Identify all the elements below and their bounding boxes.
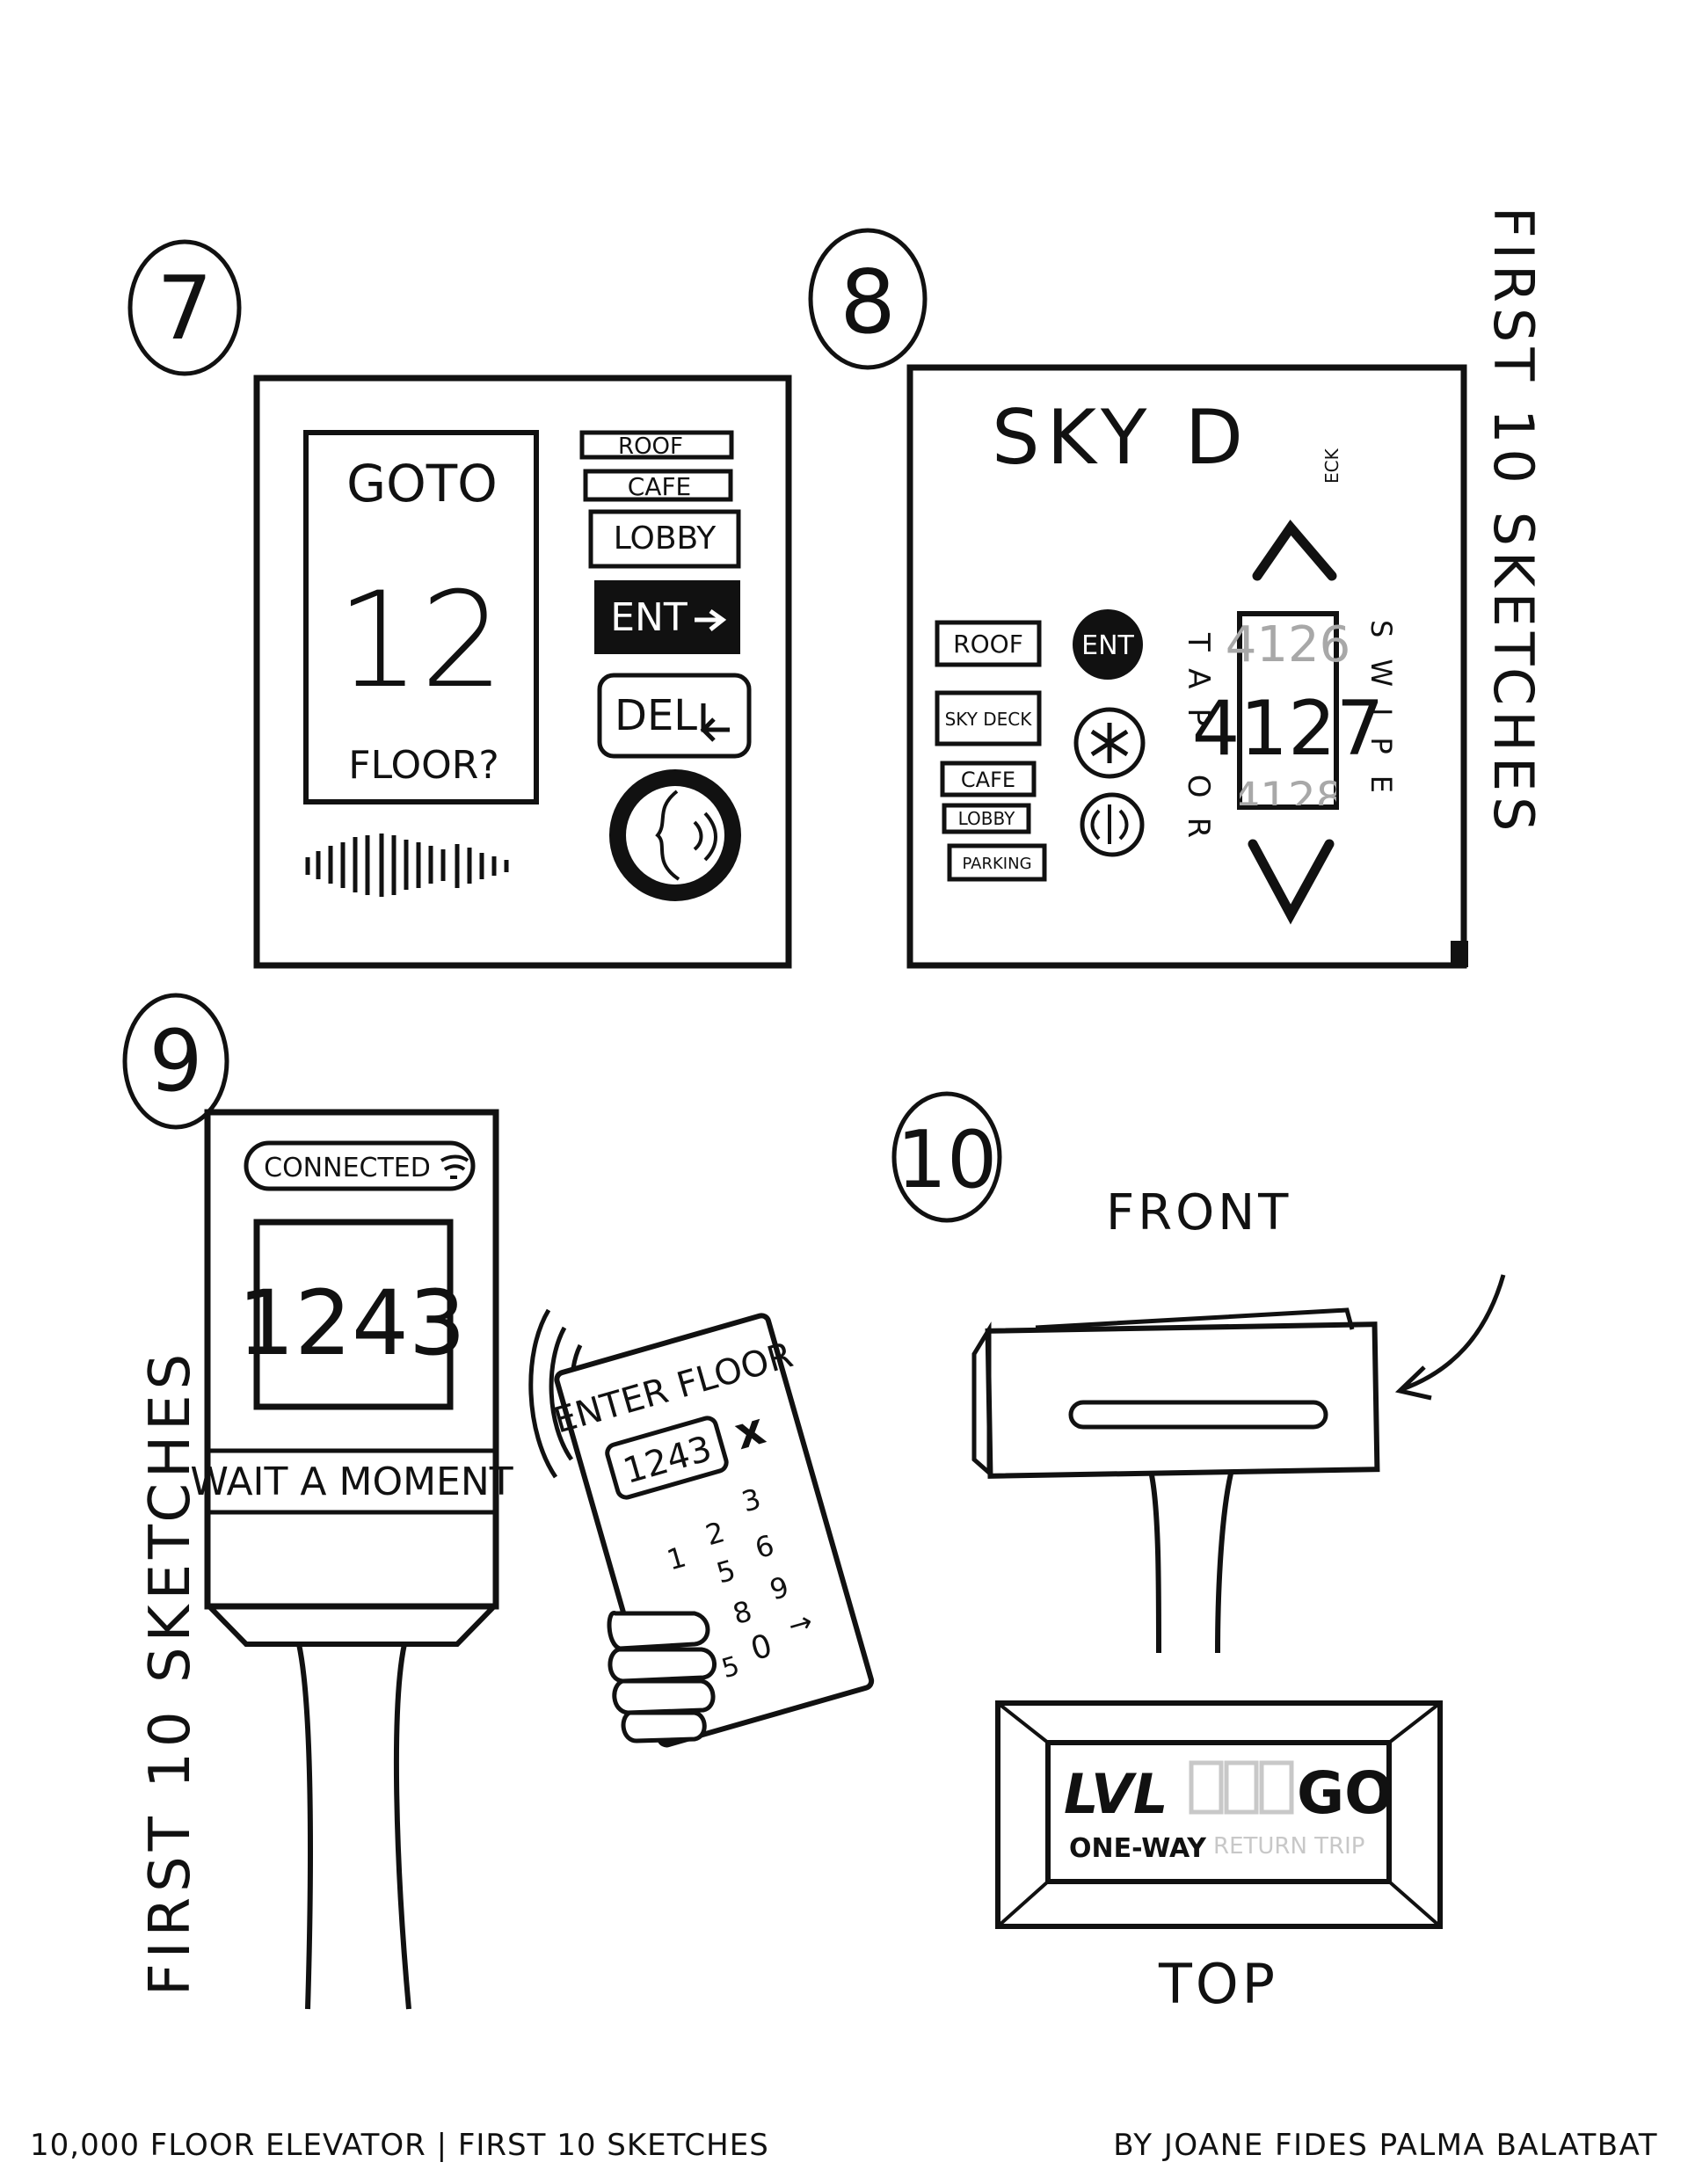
sketch-10-front-label: FRONT — [1106, 1184, 1291, 1241]
sketch-10-top-bevel — [996, 1701, 1442, 1928]
sketch-10-number: 10 — [897, 1114, 998, 1206]
sketch-7: 7 GOTO 12 FLOOR? ROOF CAFE LOBBY ENT DEL — [127, 239, 792, 969]
sketch-10-number-circle — [891, 1091, 1002, 1223]
sketch-8-title-small: ECK — [1321, 448, 1342, 484]
sketch-7-roof-button[interactable] — [579, 430, 734, 460]
sketch-8-tap-or-text: TAP OR — [1181, 632, 1216, 857]
sketch-8-skydeck-button[interactable] — [935, 690, 1042, 746]
sketch-9-phone-input[interactable] — [605, 1416, 729, 1500]
sketch-10-front-slot — [1068, 1400, 1328, 1430]
sketch-9-connected-badge — [244, 1140, 476, 1191]
sketch-9: 9 CONNECTED 1243 WAIT A MOMENT ENTER FLO… — [122, 993, 875, 2010]
sketch-8-parking-label: PARKING — [962, 855, 1031, 873]
sketch-7-speaker-grille — [305, 834, 509, 897]
sketch-7-floor-buttons: ROOF CAFE LOBBY — [579, 430, 741, 569]
sketch-9-kiosk-pole — [296, 1643, 411, 2010]
sketch-7-number: 7 — [156, 257, 213, 360]
sketch-7-cafe-label: CAFE — [628, 472, 692, 501]
sketch-10-top-screen — [1045, 1740, 1392, 1884]
sketch-7-delete-label: DEL — [615, 691, 697, 740]
footer: 10,000 FLOOR ELEVATOR | FIRST 10 SKETCHE… — [0, 2128, 1688, 2172]
sketch-8-roof-label: ROOF — [953, 630, 1023, 659]
sketch-7-voice-inner — [626, 786, 724, 885]
sketch-9-display-value: 1243 — [237, 1271, 466, 1376]
sketch-7-screen-floor-number: 12 — [337, 564, 505, 717]
sketch-10-level-digits — [1189, 1760, 1294, 1815]
sketch-7-screen-floor-label: FLOOR? — [348, 743, 498, 788]
sketch-9-display — [253, 1219, 454, 1410]
side-note-top-right: FIRST 10 SKETCHES — [1481, 207, 1546, 836]
sketch-8-roof-button[interactable] — [935, 620, 1042, 667]
sketch-7-lobby-button[interactable] — [588, 509, 741, 569]
sketch-8-star-button[interactable] — [1073, 707, 1146, 779]
sketch-7-roof-label: ROOF — [618, 433, 683, 460]
sketch-8-enter-label: ENT — [1081, 630, 1134, 661]
sketch-8-floor-prev: 4126 — [1226, 616, 1351, 673]
sketch-9-wifi-icon — [440, 1154, 469, 1179]
side-note-bottom-left: FIRST 10 SKETCHES — [138, 1349, 203, 1996]
sketch-8-nfc-icon — [1090, 804, 1129, 844]
sketch-8-floor-current: 4127 — [1192, 685, 1385, 773]
sketch-8-nfc-button[interactable] — [1080, 792, 1145, 857]
sketch-8-swipe: SWIPE — [1364, 620, 1398, 814]
sketch-8-enter-button[interactable] — [1073, 609, 1143, 680]
sketch-8-lobby-label: LOBBY — [958, 808, 1016, 829]
sketch-7-delete-button[interactable] — [597, 673, 752, 759]
sketch-8-floor-picker[interactable] — [1237, 611, 1339, 810]
sketch-8-cafe-button[interactable] — [940, 761, 1037, 797]
sketch-10: 10 FRONT LVL GO ONE-WAY RETURN TRIP TOP — [891, 1091, 1506, 2016]
sketch-10-pointer-arrow-icon — [1394, 1274, 1506, 1401]
sketch-7-enter-label: ENT — [610, 595, 688, 640]
sketch-8-lobby-button[interactable] — [942, 803, 1031, 834]
sketch-10-front-side — [971, 1321, 992, 1478]
footer-author: BY JOANE FIDES PALMA BALATBAT — [1113, 2128, 1658, 2163]
sketch-8: 8 SKY D ECK ROOF SKY DECK CAFE LOBBY PAR… — [808, 228, 1468, 969]
sketch-7-cafe-button[interactable] — [583, 469, 733, 502]
sketch-8-down-arrow-icon[interactable] — [1248, 839, 1335, 925]
sketch-10-lvl-label: LVL — [1064, 1762, 1168, 1826]
sketch-8-panel-corner — [1451, 941, 1468, 967]
sketch-7-number-circle — [127, 239, 242, 376]
sketch-7-lobby-label: LOBBY — [614, 521, 717, 557]
sketch-8-up-arrow-icon[interactable] — [1252, 519, 1337, 581]
sketch-8-number-circle — [808, 228, 928, 370]
sketch-8-parking-button[interactable] — [947, 843, 1047, 882]
footer-project-title: 10,000 FLOOR ELEVATOR | FIRST 10 SKETCHE… — [30, 2128, 769, 2163]
sketch-7-delete-back-icon — [700, 703, 730, 742]
sketch-8-tap-or: TAP OR — [1181, 632, 1216, 857]
sketch-8-skydeck-label: SKY DECK — [945, 709, 1033, 730]
sketch-8-panel — [906, 364, 1467, 969]
sketch-7-enter-arrow-icon — [695, 608, 727, 631]
sketch-8-floor-buttons: ROOF SKY DECK CAFE LOBBY PARKING — [935, 620, 1047, 882]
sketch-10-top-label: TOP — [1158, 1952, 1278, 2016]
sketch-9-connected-label: CONNECTED — [264, 1153, 431, 1183]
sketch-10-return-trip-button[interactable]: RETURN TRIP — [1213, 1833, 1364, 1860]
sketch-9-kiosk — [204, 1109, 499, 1610]
sketch-8-floor-next: 4128 — [1232, 773, 1343, 824]
sketch-7-screen-goto: GOTO — [346, 454, 498, 513]
sketch-7-screen — [303, 430, 539, 804]
sketch-10-one-way-button[interactable]: ONE-WAY — [1069, 1833, 1207, 1864]
sketch-7-panel — [253, 375, 792, 969]
sketch-9-number-circle — [122, 993, 229, 1130]
sketch-7-voice-icon — [655, 790, 717, 881]
sketch-8-asterisk-icon — [1090, 723, 1129, 763]
sketch-9-number: 9 — [149, 1012, 202, 1110]
sketch-10-top-outer — [995, 1700, 1443, 1929]
sketch-9-phone: ENTER FLOOR 1243 x 1 2 3 5 6 8 9 0 → 5 — [549, 1313, 875, 1748]
sketch-10-go-label: GO — [1297, 1759, 1393, 1827]
sketch-9-wait-text: WAIT A MOMENT — [190, 1460, 513, 1504]
sketch-9-kiosk-base — [207, 1604, 497, 1647]
sketch-8-number: 8 — [840, 251, 896, 353]
sketch-9-hand-icon — [607, 1611, 717, 1744]
sketch-10-front-stand — [1149, 1473, 1233, 1654]
sketch-8-cafe-label: CAFE — [961, 768, 1015, 792]
sketch-sheet: 7 GOTO 12 FLOOR? ROOF CAFE LOBBY ENT DEL — [122, 207, 1546, 2016]
sketch-8-title: SKY D — [992, 394, 1250, 482]
